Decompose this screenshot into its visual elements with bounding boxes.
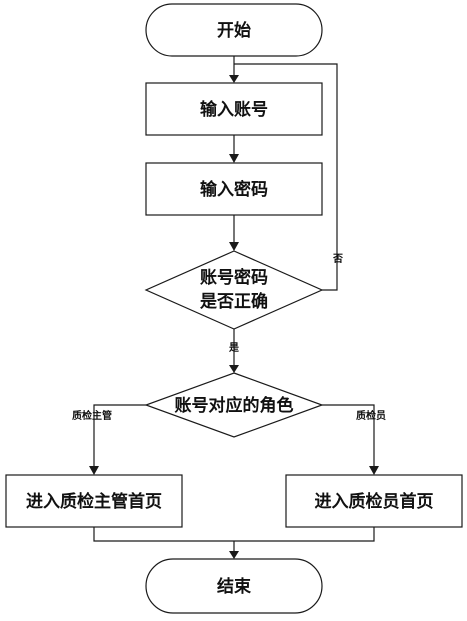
input-password-node: 输入密码 xyxy=(145,162,323,216)
arrow-head-password xyxy=(229,154,239,163)
connector-merge xyxy=(93,527,375,542)
connector-supervisor-branch xyxy=(93,404,146,467)
connector-inspector-branch xyxy=(322,404,375,467)
credential-check-label-line2: 是否正确 xyxy=(200,291,268,312)
input-password-label: 输入密码 xyxy=(200,179,268,200)
edge-label-yes: 是 xyxy=(228,342,239,354)
input-account-label: 输入账号 xyxy=(200,99,268,120)
inspector-home-label: 进入质检员首页 xyxy=(315,491,434,512)
input-account-shape xyxy=(145,82,323,136)
credential-check-label-line1: 账号密码 xyxy=(200,267,268,288)
credential-check-decision: 账号密码 是否正确 xyxy=(144,250,324,330)
start-node: 开始 xyxy=(145,3,323,57)
connector-no-loopback xyxy=(234,63,338,291)
supervisor-home-node: 进入质检主管首页 xyxy=(5,474,183,528)
input-account-node: 输入账号 xyxy=(145,82,323,136)
start-label: 开始 xyxy=(217,20,251,41)
credential-check-diamond xyxy=(144,250,324,330)
role-decision: 账号对应的角色 xyxy=(144,372,324,438)
edge-label-supervisor: 质检主管 xyxy=(72,409,112,422)
supervisor-home-label: 进入质检主管首页 xyxy=(26,491,162,512)
arrow-head-account xyxy=(229,75,239,83)
end-terminal-shape xyxy=(145,558,323,614)
arrow-head-end xyxy=(229,551,239,559)
end-label: 结束 xyxy=(217,576,251,597)
arrow-head-check xyxy=(229,242,239,251)
arrow-head-supervisor xyxy=(89,466,99,475)
arrow-head-role xyxy=(229,365,239,373)
inspector-home-shape xyxy=(285,474,463,528)
role-decision-diamond xyxy=(144,372,324,438)
inspector-home-node: 进入质检员首页 xyxy=(285,474,463,528)
role-decision-label: 账号对应的角色 xyxy=(175,395,294,416)
arrow-head-inspector xyxy=(369,466,379,475)
end-node: 结束 xyxy=(145,558,323,614)
edge-label-inspector: 质检员 xyxy=(356,409,386,422)
supervisor-home-shape xyxy=(5,474,183,528)
edge-label-no: 否 xyxy=(332,253,343,265)
